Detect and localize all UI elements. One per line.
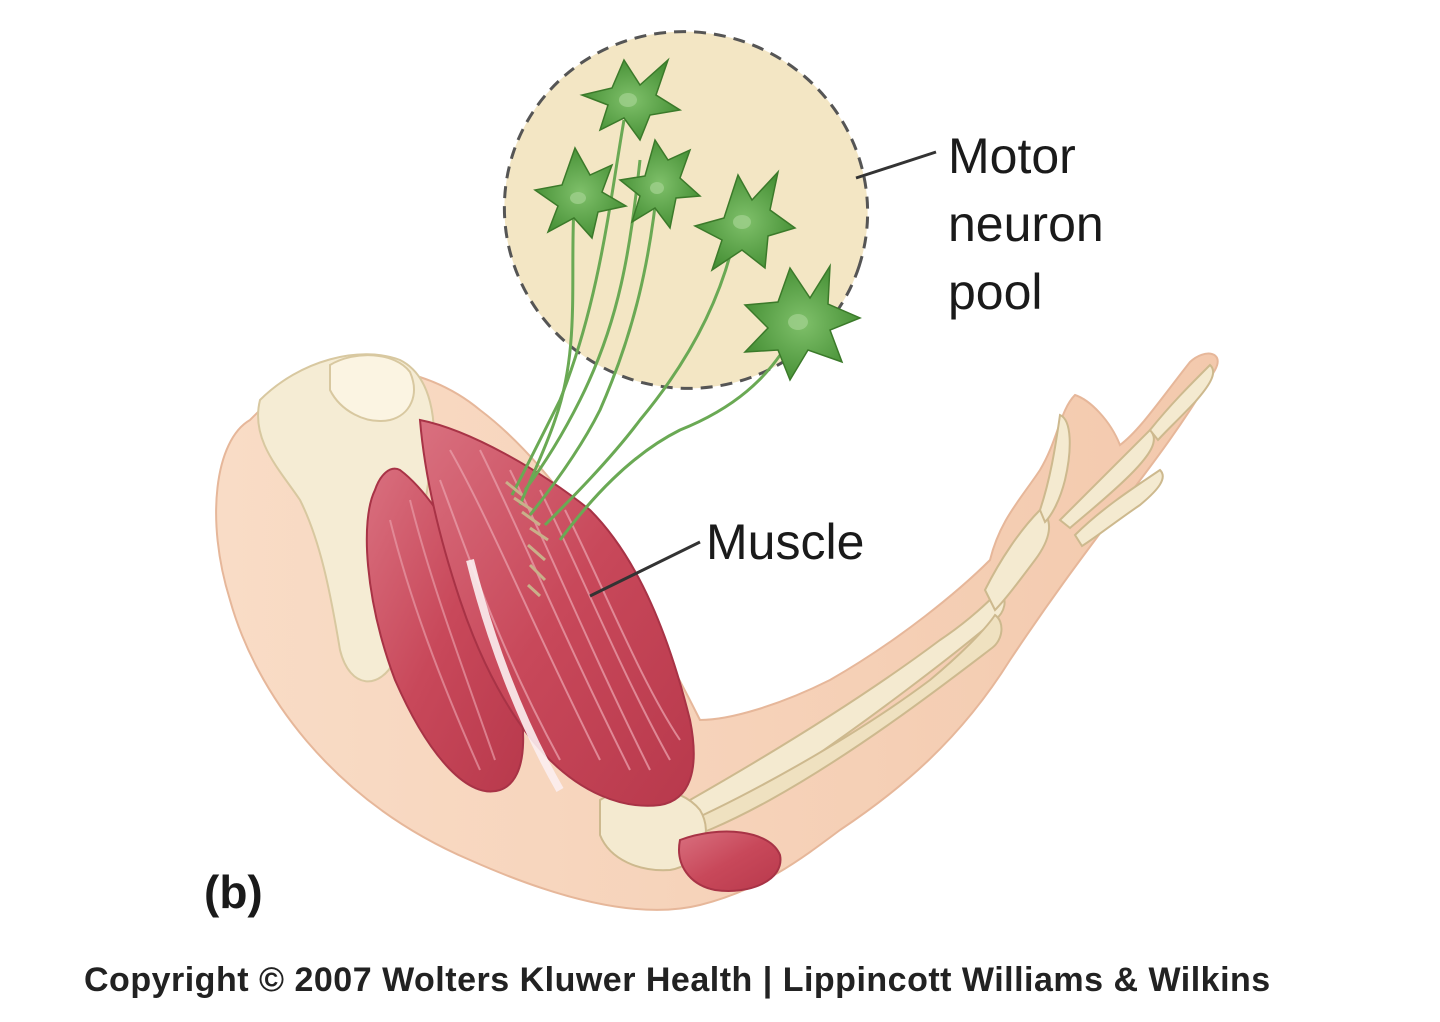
motor-neuron-pool-label: Motor neuron pool xyxy=(948,122,1104,326)
forearm-muscle xyxy=(678,830,782,892)
triceps-muscle xyxy=(365,467,525,793)
tendon xyxy=(466,559,564,792)
hand-bones xyxy=(983,363,1215,612)
motor-label-line-3: pool xyxy=(948,264,1043,320)
motor-axons xyxy=(510,119,797,541)
copyright-notice: Copyright © 2007 Wolters Kluwer Health |… xyxy=(84,961,1271,999)
motor-neuron-pool xyxy=(502,30,870,390)
motor-pool-leader-line xyxy=(855,150,937,180)
muscle-label: Muscle xyxy=(706,514,865,570)
axon-terminals xyxy=(505,480,549,598)
biceps-muscle xyxy=(389,418,695,807)
motor-label-line-2: neuron xyxy=(948,196,1104,252)
panel-label: (b) xyxy=(204,866,263,918)
muscle-leader-line xyxy=(589,540,701,598)
neuron-nuclei xyxy=(570,93,808,330)
motor-label-line-1: Motor xyxy=(948,128,1076,184)
